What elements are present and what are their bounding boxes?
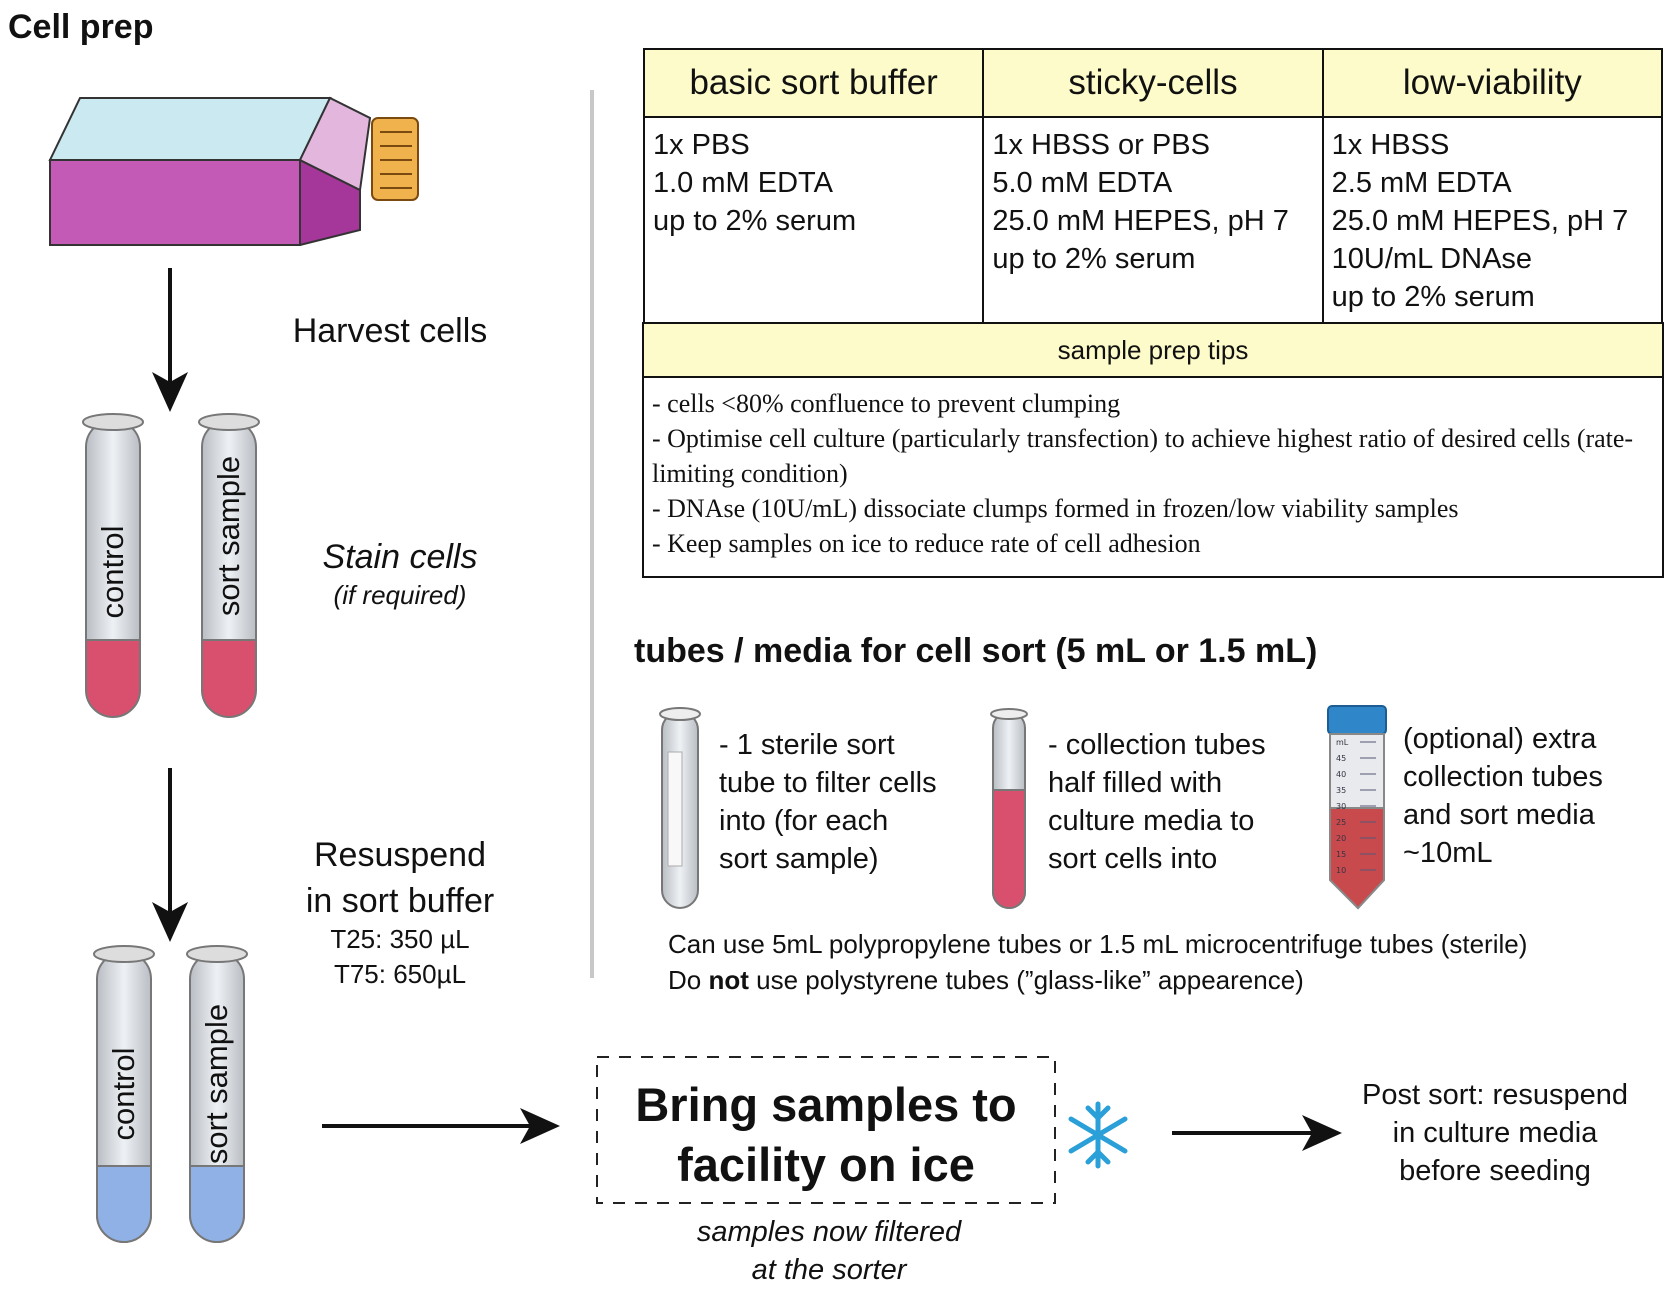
text-line: sort sample) <box>719 843 879 875</box>
ice-box-border <box>596 1056 1056 1204</box>
tip-item: - Keep samples on ice to reduce rate of … <box>652 529 1201 558</box>
text-line: sort cells into <box>1048 843 1218 875</box>
scale-label: 10 <box>1336 866 1346 875</box>
post-line-2: in culture media <box>1392 1117 1598 1149</box>
scale-label: 15 <box>1336 850 1346 859</box>
recipe-line: 1.0 mM EDTA <box>653 167 833 199</box>
note-text: use polystyrene tubes (”glass-like” appe… <box>748 965 1304 995</box>
text-line: into (for each <box>719 805 889 837</box>
buffer-header-sticky: sticky-cells <box>982 48 1324 118</box>
tips-header: sample prep tips <box>642 322 1664 378</box>
recipe-line: 2.5 mM EDTA <box>1331 167 1512 199</box>
text-line: (optional) extra <box>1403 723 1597 755</box>
post-sort-text: Post sort: resuspend in culture media be… <box>1335 1076 1655 1190</box>
section-divider <box>590 90 594 978</box>
step-t25: T25: 350 µL <box>330 924 470 954</box>
culture-flask-icon <box>48 96 419 246</box>
recipe-line: up to 2% serum <box>653 205 857 237</box>
tube-label-control: control <box>95 525 130 619</box>
buffer-col-sticky: 1x HBSS or PBS 5.0 mM EDTA 25.0 mM HEPES… <box>982 116 1324 334</box>
stained-tube-sort <box>198 413 260 718</box>
collection-tube-text: - collection tubes half filled with cult… <box>1048 726 1266 878</box>
facility-line-1: Bring samples to <box>635 1078 1017 1131</box>
tube-label-sort-sample-2: sort sample <box>199 1003 234 1165</box>
page-title: Cell prep <box>8 8 154 46</box>
recipe-line: up to 2% serum <box>1331 281 1535 313</box>
tip-item: - Optimise cell culture (particularly tr… <box>652 424 1634 488</box>
tube-note: Can use 5mL polypropylene tubes or 1.5 m… <box>668 926 1527 998</box>
tube-note-1: Can use 5mL polypropylene tubes or 1.5 m… <box>668 929 1528 959</box>
text-line: ~10mL <box>1403 837 1493 869</box>
recipe-line: 1x PBS <box>653 129 750 161</box>
facility-line-2: facility on ice <box>677 1138 975 1191</box>
optional-tube-text: (optional) extra collection tubes and so… <box>1403 720 1603 872</box>
scale-label: 35 <box>1336 786 1346 795</box>
text-line: - collection tubes <box>1048 729 1266 761</box>
sort-tube-icon <box>659 707 701 909</box>
step-harvest: Harvest cells <box>292 312 488 350</box>
tube-label-control-2: control <box>106 1047 141 1141</box>
scale-label: 30 <box>1336 802 1346 811</box>
buffer-tube-control <box>93 945 155 1243</box>
tip-item: - DNAse (10U/mL) dissociate clumps forme… <box>652 494 1459 523</box>
scale-label: 20 <box>1336 834 1346 843</box>
step-stain-note: (if required) <box>333 580 467 610</box>
tip-item: - cells <80% confluence to prevent clump… <box>652 389 1121 418</box>
stained-tube-control <box>82 413 144 718</box>
text-line: collection tubes <box>1403 761 1603 793</box>
facility-sub-2: at the sorter <box>751 1254 907 1286</box>
buffer-tube-sort <box>186 945 248 1243</box>
scale-label: mL <box>1336 738 1349 747</box>
text-line: tube to filter cells <box>719 767 937 799</box>
facility-box: Bring samples to facility on ice <box>597 1057 1055 1221</box>
note-emphasis: not <box>708 965 749 995</box>
recipe-line: 25.0 mM HEPES, pH 7 <box>1331 205 1629 237</box>
sort-tube-text: - 1 sterile sort tube to filter cells in… <box>719 726 937 878</box>
recipe-line: 1x HBSS <box>1331 129 1450 161</box>
step-stain: Stain cells <box>322 538 478 576</box>
text-line: - 1 sterile sort <box>719 729 895 761</box>
facility-sub-1: samples now filtered <box>696 1216 962 1248</box>
scale-label: 40 <box>1336 770 1346 779</box>
post-line-3: before seeding <box>1399 1155 1591 1187</box>
tube-note-2: Do not use polystyrene tubes (”glass-lik… <box>668 962 1527 998</box>
recipe-line: 25.0 mM HEPES, pH 7 <box>992 205 1289 237</box>
tips-body: - cells <80% confluence to prevent clump… <box>642 376 1664 578</box>
buffer-header-basic: basic sort buffer <box>642 48 985 118</box>
recipe-line: up to 2% serum <box>992 243 1196 275</box>
post-line-1: Post sort: resuspend <box>1362 1079 1628 1111</box>
buffer-col-low-viability: 1x HBSS 2.5 mM EDTA 25.0 mM HEPES, pH 7 … <box>1321 116 1664 334</box>
text-line: half filled with <box>1048 767 1223 799</box>
step-t75: T75: 650µL <box>333 959 467 989</box>
buffer-col-basic: 1x PBS 1.0 mM EDTA up to 2% serum <box>642 116 985 334</box>
step-resuspend-2: in sort buffer <box>305 882 495 920</box>
scale-label: 25 <box>1336 818 1346 827</box>
collection-tube-icon <box>990 708 1028 909</box>
text-line: culture media to <box>1048 805 1255 837</box>
buffer-header-low-viability: low-viability <box>1321 48 1664 118</box>
step-resuspend-1: Resuspend <box>313 836 486 874</box>
scale-label: 45 <box>1336 754 1346 763</box>
facility-sub: samples now filtered at the sorter <box>597 1213 1061 1289</box>
recipe-line: 10U/mL DNAse <box>1331 243 1533 275</box>
falcon-tube-icon: mL 45 40 35 30 25 20 15 10 <box>1327 705 1387 910</box>
tube-label-sort-sample: sort sample <box>211 455 246 617</box>
note-text: Do <box>668 965 709 995</box>
recipe-line: 1x HBSS or PBS <box>992 129 1210 161</box>
snowflake-icon <box>1068 1101 1128 1169</box>
buffer-table: basic sort buffer sticky-cells low-viabi… <box>642 48 1664 334</box>
tubes-header: tubes / media for cell sort (5 mL or 1.5… <box>634 632 1318 670</box>
text-line: and sort media <box>1403 799 1595 831</box>
recipe-line: 5.0 mM EDTA <box>992 167 1173 199</box>
